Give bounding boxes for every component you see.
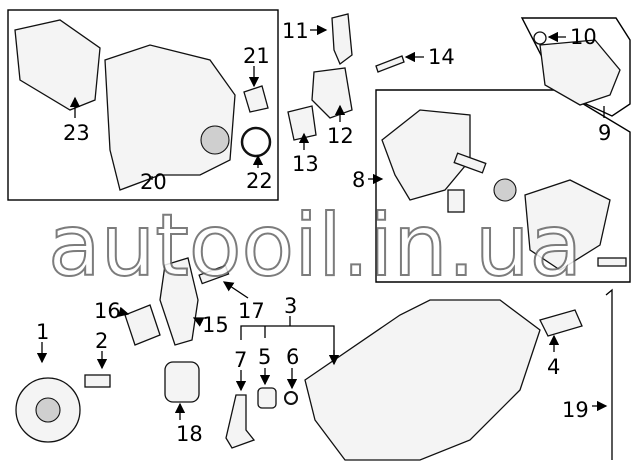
gear [493, 178, 517, 202]
part-8-oil-pump-body [381, 109, 471, 201]
callout-8: 8 [352, 168, 365, 192]
part-16-gasket [124, 304, 161, 346]
spring [447, 189, 465, 213]
part-10-oring [533, 31, 547, 45]
part-13 [287, 105, 317, 141]
pump-cover [524, 179, 611, 271]
callout-13: 13 [292, 152, 319, 176]
callout-10: 10 [570, 25, 597, 49]
callout-1: 1 [36, 320, 49, 344]
shaft [453, 152, 487, 174]
part-11-solenoid [331, 13, 353, 66]
part-6-washer [284, 391, 298, 405]
callout-19: 19 [562, 398, 589, 422]
part-14-bolt [375, 55, 405, 73]
part-9-cover [539, 39, 621, 106]
callout-17: 17 [238, 299, 265, 323]
part-3-oil-pan [304, 299, 541, 461]
intake-group-box [7, 9, 279, 201]
part-7 [225, 394, 256, 449]
callout-20: 20 [140, 170, 167, 194]
callout-21: 21 [243, 44, 270, 68]
part-5-plug [257, 387, 277, 409]
oil-pump-group-box [375, 89, 631, 283]
part-18-oil-filter [164, 361, 200, 403]
watermark: autooil.in.ua [48, 196, 582, 296]
leader-lines [36, 24, 608, 420]
callout-6: 6 [286, 345, 299, 369]
callout-2: 2 [95, 329, 108, 353]
callout-7: 7 [234, 348, 247, 372]
callout-16: 16 [94, 299, 121, 323]
callout-11: 11 [282, 19, 309, 43]
callout-15: 15 [202, 313, 229, 337]
callout-14: 14 [428, 45, 455, 69]
callout-4: 4 [547, 355, 560, 379]
callout-12: 12 [327, 124, 354, 148]
callout-22: 22 [246, 169, 273, 193]
callout-9: 9 [598, 121, 611, 145]
part-17-bolt [198, 264, 230, 285]
pump-bolt [597, 257, 627, 267]
part-4-sealant [539, 309, 583, 337]
part-12 [311, 67, 353, 119]
part-22-gasket [240, 126, 272, 158]
part-15 [159, 257, 199, 346]
callout-3: 3 [284, 294, 297, 318]
part-19-dipstick [605, 288, 613, 460]
callout-18: 18 [176, 422, 203, 446]
throttle-body [200, 125, 230, 155]
part-20-intake-manifold [104, 44, 236, 191]
part-2-bolt [84, 374, 111, 388]
part-21 [243, 85, 269, 113]
part-23-cover [14, 19, 101, 111]
callout-23: 23 [63, 121, 90, 145]
callout-5: 5 [258, 345, 271, 369]
